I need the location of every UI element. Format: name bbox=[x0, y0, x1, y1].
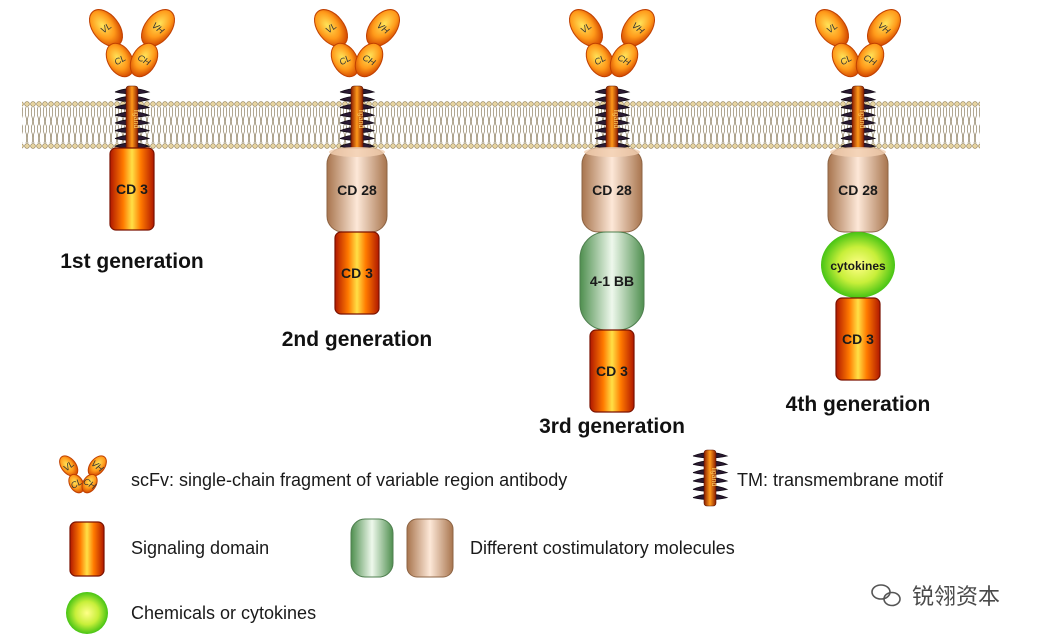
signaling-legend-icon bbox=[69, 521, 105, 577]
constant-domain bbox=[354, 42, 384, 78]
constant-domain bbox=[831, 42, 861, 78]
generation-label: 2nd generation bbox=[282, 328, 433, 351]
tm-label: ligand bbox=[357, 110, 364, 129]
domain-label: CD 28 bbox=[337, 182, 377, 198]
legend-costim-text: Different costimulatory molecules bbox=[470, 538, 735, 558]
tm-legend-icon: ligand bbox=[692, 449, 729, 507]
constant-domain-label: CL bbox=[338, 53, 353, 67]
domain-label: CD 28 bbox=[838, 182, 878, 198]
transmembrane-motif: ligand bbox=[339, 85, 376, 155]
cd3-signaling-domain bbox=[835, 297, 881, 381]
constant-domain bbox=[129, 42, 159, 78]
domain-label: CD 3 bbox=[341, 265, 373, 281]
costim-tan-legend-icon bbox=[406, 518, 454, 578]
constant-domain bbox=[105, 42, 135, 78]
domain-label: 4-1 BB bbox=[590, 273, 634, 289]
constant-domain bbox=[855, 42, 885, 78]
legend-chemicals-text: Chemicals or cytokines bbox=[131, 603, 316, 623]
generation-label: 1st generation bbox=[60, 250, 204, 273]
generation-label: 4th generation bbox=[786, 393, 931, 416]
generation-label: 3rd generation bbox=[539, 415, 685, 438]
legend-signaling-text: Signaling domain bbox=[131, 538, 269, 558]
domain-label: CD 28 bbox=[592, 182, 632, 198]
tm-label: ligand bbox=[612, 110, 619, 129]
tm-label: ligand bbox=[710, 468, 717, 487]
transmembrane-motif: ligand bbox=[594, 85, 631, 155]
watermark-text: 锐翎资本 bbox=[912, 585, 1000, 610]
cell-membrane bbox=[22, 99, 980, 149]
legend-scfv-text: scFv: single-chain fragment of variable … bbox=[131, 470, 567, 490]
constant-domain bbox=[585, 42, 615, 78]
constant-domain-label: CL bbox=[113, 53, 128, 67]
legend-tm-text: TM: transmembrane motif bbox=[737, 470, 944, 490]
domain-label: cytokines bbox=[830, 259, 886, 273]
constant-domain-label: CL bbox=[593, 53, 608, 67]
cd3-signaling-domain bbox=[109, 147, 155, 231]
constant-domain bbox=[81, 473, 98, 494]
cytokine-domain bbox=[821, 232, 895, 298]
tm-label: ligand bbox=[858, 110, 865, 129]
constant-domain bbox=[609, 42, 639, 78]
transmembrane-motif: ligand bbox=[840, 85, 877, 155]
transmembrane-motif: ligand bbox=[692, 449, 729, 507]
wechat-icon bbox=[871, 584, 901, 607]
costim-green-legend-icon bbox=[350, 518, 394, 578]
constant-domain bbox=[68, 473, 85, 494]
domain-label: CD 3 bbox=[842, 331, 874, 347]
cd3-signaling-domain bbox=[589, 329, 635, 413]
constant-domain-label: CL bbox=[839, 53, 854, 67]
tm-label: ligand bbox=[132, 110, 139, 129]
cytokine-legend-icon bbox=[66, 592, 108, 634]
domain-label: CD 3 bbox=[596, 363, 628, 379]
transmembrane-motif: ligand bbox=[114, 85, 151, 155]
domain-label: CD 3 bbox=[116, 181, 148, 197]
constant-domain-label: CL bbox=[69, 476, 84, 490]
constant-domain bbox=[330, 42, 360, 78]
cd3-signaling-domain bbox=[334, 231, 380, 315]
watermark: 锐翎资本 bbox=[871, 584, 1000, 610]
